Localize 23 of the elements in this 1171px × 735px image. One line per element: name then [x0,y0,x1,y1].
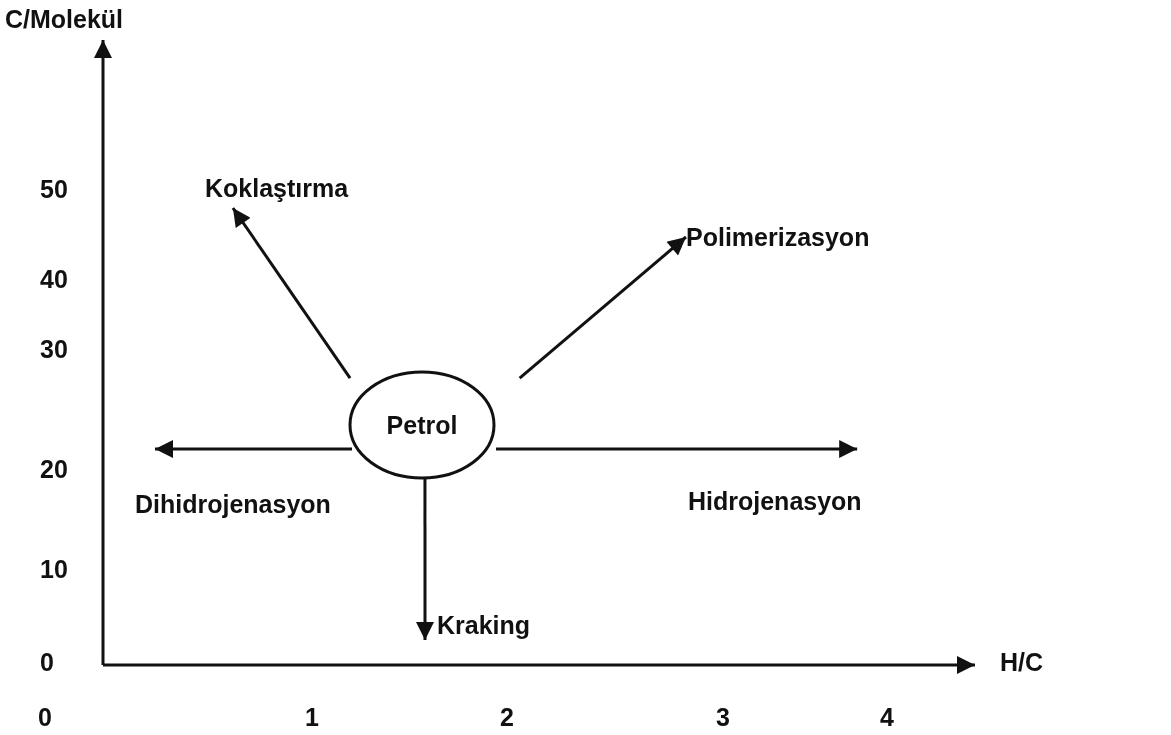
tick-label: 0 [38,703,52,732]
axis-title: C/Molekül [5,5,124,34]
tick-label: 0 [40,648,54,677]
axis-title: H/C [1000,648,1044,677]
tick-label: 4 [880,703,894,732]
process-label: Hidrojenasyon [688,449,910,516]
ellipse-node: Petrol [348,370,496,480]
tick-label: 10 [40,555,68,584]
tick-label: 50 [40,175,68,204]
process-label: Koklaştırma [205,168,390,208]
tick-label: 1 [305,703,319,732]
arrow [416,477,434,640]
arrow [496,440,858,458]
process-label: Polimerizasyon [686,217,921,257]
process-label: Kraking [425,567,595,640]
tick-label: 30 [40,335,68,364]
arrow [155,440,352,458]
tick-label: 2 [500,703,514,732]
tick-label: 40 [40,265,68,294]
arrow [518,235,687,380]
tick-label: 3 [716,703,730,732]
arrow [231,207,352,379]
tick-label: 20 [40,455,68,484]
